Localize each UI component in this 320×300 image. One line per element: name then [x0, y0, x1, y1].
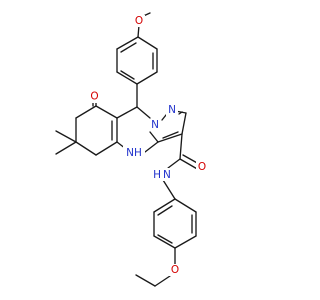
- svg-text:O: O: [198, 161, 206, 173]
- svg-text:N: N: [151, 119, 159, 131]
- dihydropyrimidine-ring: [116, 106, 159, 153]
- svg-text:O: O: [171, 264, 179, 276]
- bond-ethyl-methyl: [135, 274, 156, 287]
- svg-text:O: O: [90, 91, 98, 103]
- bond-oxygen-ethyl: [154, 275, 171, 287]
- svg-text:NH: NH: [126, 147, 142, 159]
- atom-label-ring-junction-n: N: [149, 119, 161, 131]
- atom-label-amide-nh: H N: [152, 168, 172, 181]
- cyclohexenone-ring: [75, 105, 118, 156]
- ethoxyphenyl-ring: [153, 198, 197, 249]
- molecule-structure: O O N N NH O H N O: [55, 12, 208, 287]
- svg-text:N: N: [168, 104, 176, 116]
- bond-methyl-a: [55, 130, 77, 143]
- atom-label-pyrazole-n: N: [166, 104, 178, 116]
- atom-label-amide-o: O: [196, 161, 208, 173]
- bond-carbonyl-oxygen: [179, 158, 200, 171]
- atom-label-methoxy-o: O: [133, 15, 145, 27]
- bond-methyl-b: [55, 141, 77, 155]
- pyrazole-ring: [157, 109, 187, 143]
- molecule-diagram: O O N N NH O H N O: [55, 12, 208, 287]
- svg-text:H N: H N: [153, 169, 171, 181]
- bond-ring-carbonyl: [179, 133, 183, 160]
- atom-label-ketone-o: O: [88, 90, 101, 103]
- bond-carbonyl-n: [167, 158, 181, 169]
- atom-label-ethoxy-o: O: [169, 264, 181, 276]
- bond-n-aryl: [162, 179, 176, 200]
- atom-label-ring-nh: NH: [123, 146, 145, 159]
- methoxyphenyl-ring: [116, 36, 158, 85]
- svg-text:O: O: [135, 15, 143, 27]
